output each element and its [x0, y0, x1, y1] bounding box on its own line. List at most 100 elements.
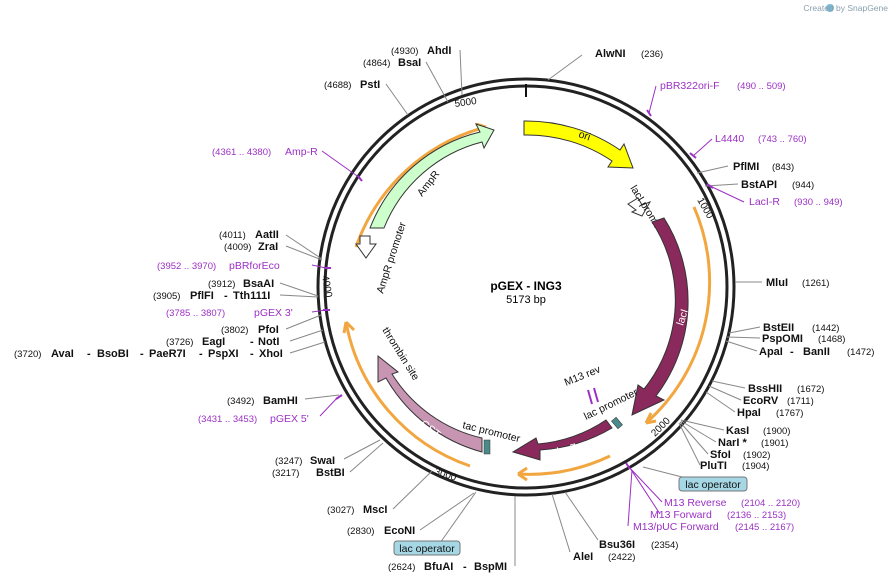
site-apai[interactable]: ApaI: [759, 346, 783, 358]
lac-operator-right[interactable]: lac operator: [642, 466, 748, 492]
site-psti[interactable]: PstI: [360, 79, 380, 91]
site-bsshii[interactable]: BssHII: [748, 383, 782, 395]
site-pflmi[interactable]: PflMI: [733, 161, 759, 173]
orf-gst-head: [342, 320, 356, 334]
site-bsai[interactable]: BsaI: [398, 57, 421, 69]
site-avai-pos: (3720): [14, 349, 41, 360]
site-ahdi-pos: (4930): [391, 46, 418, 57]
site-dash-pspxi: -: [199, 348, 203, 360]
lac-operator-right-label: lac operator: [685, 479, 741, 491]
site-nari[interactable]: NarI *: [718, 437, 747, 449]
site-bamhi-pos: (3492): [227, 396, 254, 407]
laci-promoter-arrow[interactable]: [627, 197, 652, 217]
site-pspxi[interactable]: PspXI: [208, 348, 239, 360]
m13-rev-mark-1[interactable]: [587, 389, 593, 405]
site-aatii[interactable]: AatII: [255, 229, 279, 241]
site-bfuai-pos: (2624): [388, 562, 415, 573]
m13-rev-mark-2[interactable]: [593, 387, 599, 403]
site-apai-pos: (1472): [847, 347, 874, 358]
lac-operator-bottom[interactable]: lac operator: [393, 491, 477, 556]
site-paer7i[interactable]: PaeR7I: [149, 348, 186, 360]
laci-arrow[interactable]: [631, 217, 689, 416]
ampr-promoter-label: AmpR promoter: [374, 220, 408, 295]
site-bsteii[interactable]: BstEII: [763, 322, 794, 334]
site-econi-pos: (2830): [347, 526, 374, 537]
site-dash-noti: -: [250, 336, 254, 348]
site-dash-xhoi: -: [250, 348, 254, 360]
site-econi[interactable]: EcoNI: [384, 525, 415, 537]
site-bstbi[interactable]: BstBI: [316, 467, 345, 479]
orf-lacz: [517, 454, 611, 476]
site-pspompi[interactable]: PspOMI: [762, 333, 803, 345]
site-alei[interactable]: AleI: [573, 551, 593, 563]
site-ahdi[interactable]: AhdI: [427, 45, 451, 57]
site-alwni[interactable]: AlwNI: [595, 48, 626, 60]
primer-l4440[interactable]: L4440: [715, 133, 744, 145]
site-ecorv-pos: (1711): [787, 396, 814, 407]
laci-label: lacI: [674, 308, 690, 327]
site-banii[interactable]: BanII: [803, 346, 830, 358]
gst-arrow[interactable]: [377, 354, 483, 453]
site-pflmi-pos: (843): [772, 162, 794, 173]
site-dash-paer7i: -: [140, 348, 144, 360]
site-mlui[interactable]: MluI: [766, 277, 788, 289]
site-bsu36i[interactable]: Bsu36I: [599, 539, 635, 551]
primer-m13-forward-pos: (2136 .. 2153): [727, 510, 786, 521]
site-kasi[interactable]: KasI: [726, 425, 749, 437]
tac-promoter-mark[interactable]: [483, 439, 491, 455]
primer-pbr322ori-f-pos: (490 .. 509): [737, 81, 786, 92]
orf-lacz-head: [517, 466, 528, 482]
m13-rev-label: M13 rev: [563, 363, 603, 389]
site-hpai[interactable]: HpaI: [737, 407, 761, 419]
site-swai[interactable]: SwaI: [310, 455, 335, 467]
site-bamhi[interactable]: BamHI: [263, 395, 298, 407]
site-pluti[interactable]: PluTI: [700, 460, 727, 472]
site-tth111i[interactable]: Tth111I: [233, 290, 270, 302]
site-sfoi-pos: (1902): [743, 450, 770, 461]
site-noti[interactable]: NotI: [258, 336, 279, 348]
site-ecorv[interactable]: EcoRV: [743, 395, 779, 407]
plasmid-name: pGEX - ING3: [490, 279, 562, 293]
site-bstapi-pos: (944): [792, 180, 814, 191]
site-msci[interactable]: MscI: [363, 504, 387, 516]
primer-pgex5[interactable]: pGEX 5': [270, 413, 309, 425]
site-mlui-pos: (1261): [802, 278, 829, 289]
primer-m13-puc-forward[interactable]: M13/pUC Forward: [633, 521, 719, 533]
primer-m13-reverse[interactable]: M13 Reverse: [664, 497, 727, 509]
lacz-arrow[interactable]: [511, 419, 613, 461]
primer-amp-r[interactable]: Amp-R: [285, 146, 318, 158]
primer-leaders: [311, 85, 745, 527]
site-eagi[interactable]: EagI: [202, 336, 225, 348]
site-psti-pos: (4688): [324, 80, 351, 91]
site-xhoi[interactable]: XhoI: [259, 348, 283, 360]
site-avai[interactable]: AvaI: [51, 348, 74, 360]
orf-gst: [344, 321, 471, 468]
site-swai-pos: (3247): [275, 456, 302, 467]
site-bfuai[interactable]: BfuAI: [424, 561, 453, 573]
site-bsteii-pos: (1442): [812, 323, 839, 334]
primer-laci-r[interactable]: LacI-R: [749, 196, 780, 208]
site-bspmi[interactable]: BspMI: [474, 561, 507, 573]
site-bstbi-pos: (3217): [272, 468, 299, 479]
primer-pgex3[interactable]: pGEX 3': [254, 307, 293, 319]
lac-promoter-mark[interactable]: [611, 416, 623, 430]
tick-3000: 3000: [433, 466, 458, 483]
site-sfoi[interactable]: SfoI: [710, 449, 731, 461]
site-zrai-pos: (4009): [224, 242, 251, 253]
site-zrai[interactable]: ZraI: [258, 241, 278, 253]
orf-laci: [645, 206, 712, 425]
primer-m13-forward[interactable]: M13 Forward: [650, 509, 712, 521]
primer-pbr322ori-f[interactable]: pBR322ori-F: [660, 80, 720, 92]
site-bstapi[interactable]: BstAPI: [741, 179, 777, 191]
site-pfoi[interactable]: PfoI: [258, 324, 279, 336]
ampr-arrow[interactable]: [369, 123, 495, 229]
site-bsaai[interactable]: BsaAI: [243, 278, 274, 290]
primer-pbrforeco[interactable]: pBRforEco: [229, 260, 280, 272]
lac-operator-bottom-label: lac operator: [399, 543, 455, 555]
site-dash-bspmi: -: [463, 561, 467, 573]
site-pflfi[interactable]: PflFI: [190, 290, 214, 302]
ori-arrow[interactable]: [523, 120, 634, 169]
ampr-promoter-arrow[interactable]: [355, 235, 377, 259]
site-bsobi[interactable]: BsoBI: [97, 348, 129, 360]
